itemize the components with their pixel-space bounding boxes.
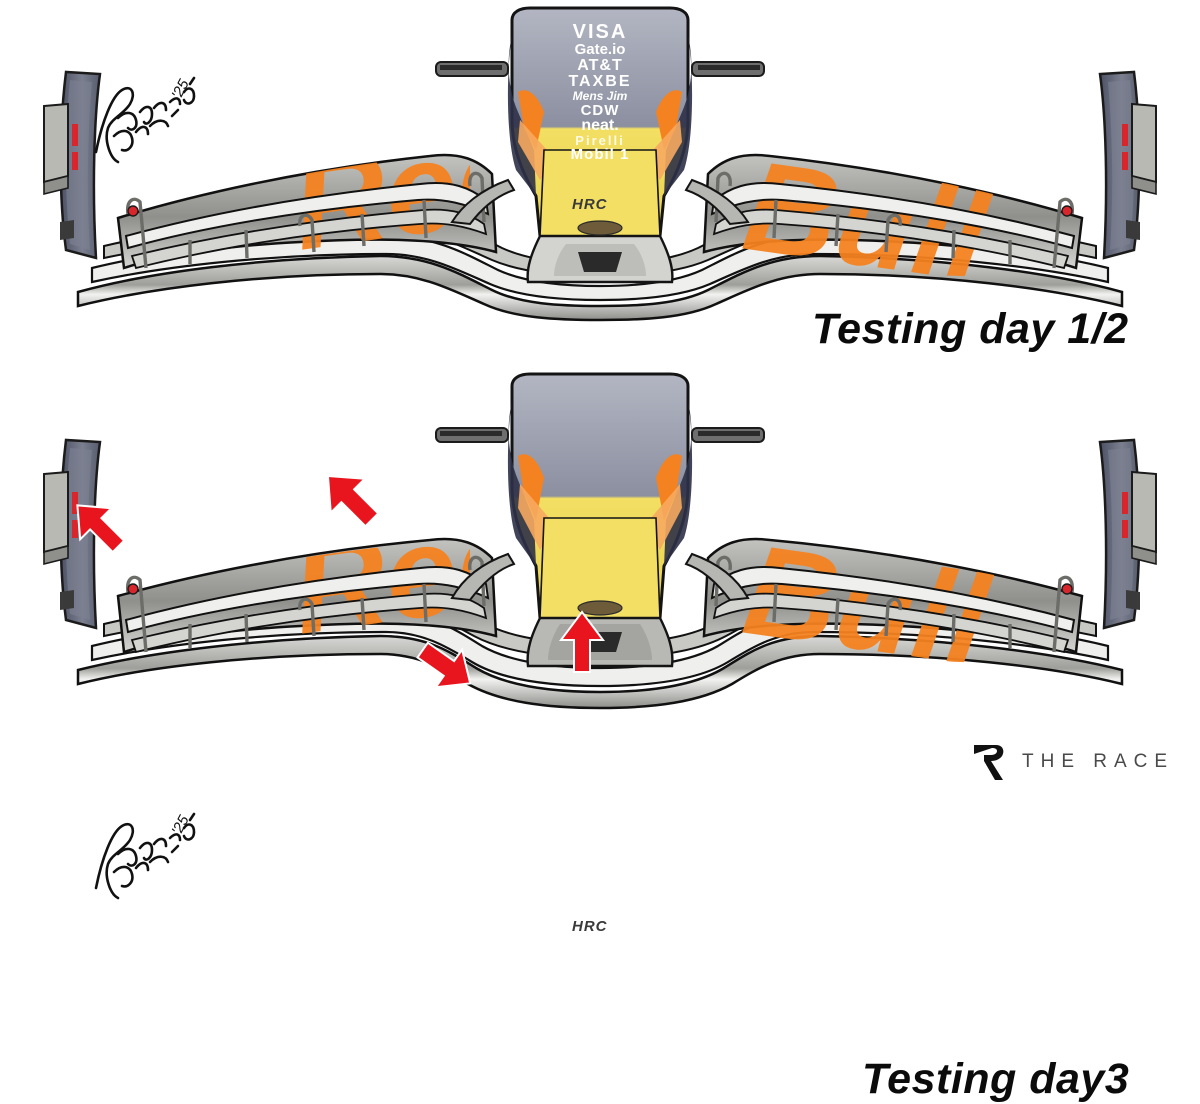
turning-vane-right-bottom: [684, 552, 750, 602]
arrow-left-endplate: [76, 504, 126, 554]
turning-vane-left-bottom: [450, 552, 516, 602]
nose-cone-top: [435, 6, 765, 284]
hrc-badge-top: HRC: [572, 196, 608, 213]
arrow-centre-lower: [559, 610, 605, 673]
wing-diagram-testing-day-12: Red Bull: [0, 0, 1200, 400]
sponsor-pirelli: Pirelli: [575, 869, 625, 885]
sponsor-taxbe: TAXBE: [568, 809, 632, 826]
signature-year: '25: [169, 76, 193, 102]
endplate-left-bottom: [43, 438, 102, 630]
caption-testing-day-3: Testing day3: [862, 1055, 1130, 1103]
strakes-right-top: [714, 171, 1075, 269]
sponsor-mensjim: Mens Jim: [572, 825, 628, 840]
front-wing-drawing-top: Red Bull: [43, 6, 1157, 322]
the-race-wordmark: THE RACE: [1022, 751, 1175, 772]
the-race-r-mark: [974, 745, 1004, 780]
wing-right-top: Bull: [702, 152, 1084, 280]
nose-cone-bottom: [435, 372, 765, 668]
signature-year: '25: [169, 812, 193, 838]
the-race-logo: THE RACE: [972, 742, 1174, 782]
arrow-lower-outboard: [416, 641, 472, 689]
endplate-left-top: [43, 70, 102, 260]
endplate-right-top: [1098, 70, 1157, 260]
nose-inlet-top: [578, 252, 622, 272]
turning-vane-right-top: [684, 178, 750, 226]
wing-left-bottom: Red: [116, 537, 498, 662]
hrc-badge-bottom: HRC: [572, 918, 608, 935]
sponsor-cdw: CDW: [580, 837, 620, 855]
sponsor-neat: neat.: [581, 852, 619, 870]
sponsor-att: AT&T: [577, 792, 623, 810]
artist-signature-bottom: '25: [94, 812, 196, 900]
caption-testing-day-12: Testing day 1/2: [812, 305, 1129, 353]
front-wing-drawing-bottom: Red Bull: [43, 372, 1157, 710]
arrow-left-upper-flap: [326, 474, 380, 528]
sponsor-mobil1: Mobil 1: [570, 882, 630, 900]
annotation-arrows: [76, 474, 605, 689]
artist-signature-top: '25: [94, 76, 196, 164]
endplate-right-bottom: [1098, 438, 1157, 630]
wing-left-top: Red: [116, 152, 498, 278]
turning-vane-left-top: [450, 178, 516, 226]
wing-right-bottom: Bull: [702, 537, 1084, 666]
wing-diagram-testing-day-3: Red Bull: [0, 370, 1200, 1103]
